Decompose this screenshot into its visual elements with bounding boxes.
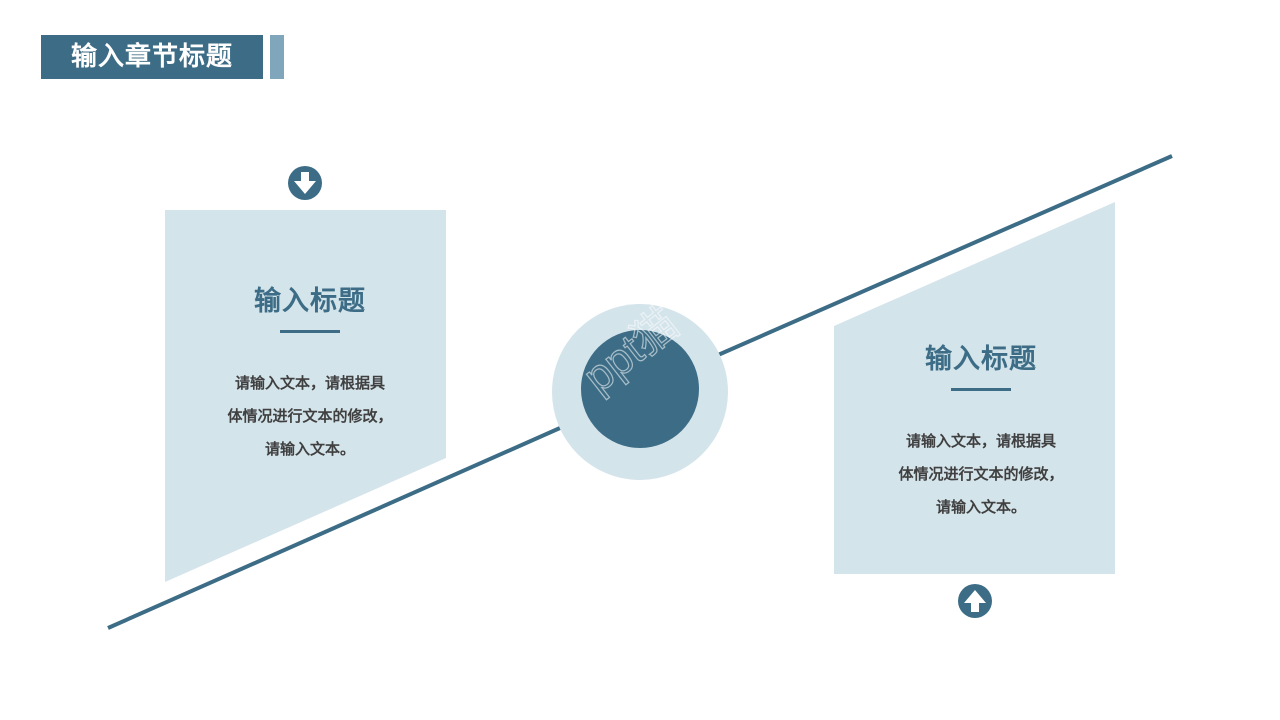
right-card-line: 请输入文本。 <box>935 498 1026 516</box>
arrow-down-circle-icon <box>288 166 322 200</box>
right-card-content: 输入标题 请输入文本，请根据具 体情况进行文本的修改， 请输入文本。 <box>856 342 1106 524</box>
arrow-up-circle-icon <box>958 584 992 618</box>
left-card-line: 请输入文本，请根据具 <box>234 374 385 392</box>
left-card-body: 请输入文本，请根据具 体情况进行文本的修改， 请输入文本。 <box>185 367 435 466</box>
right-card-body: 请输入文本，请根据具 体情况进行文本的修改， 请输入文本。 <box>856 425 1106 524</box>
left-card-content: 输入标题 请输入文本，请根据具 体情况进行文本的修改， 请输入文本。 <box>185 284 435 466</box>
right-card-divider <box>951 388 1011 391</box>
section-title-accent <box>270 35 284 79</box>
center-circle-icon <box>581 330 699 448</box>
diagonal-line-upper <box>717 154 1173 357</box>
left-card-line: 体情况进行文本的修改， <box>227 407 393 425</box>
diagonal-line-lower <box>107 426 561 630</box>
section-title: 输入章节标题 <box>41 35 263 79</box>
right-card-line: 请输入文本，请根据具 <box>905 432 1056 450</box>
left-card-line: 请输入文本。 <box>264 440 355 458</box>
left-card-title: 输入标题 <box>254 286 366 317</box>
left-card-panel <box>165 210 446 582</box>
left-card-divider <box>280 330 340 333</box>
right-card-title: 输入标题 <box>925 344 1037 375</box>
right-card-line: 体情况进行文本的修改， <box>898 465 1064 483</box>
